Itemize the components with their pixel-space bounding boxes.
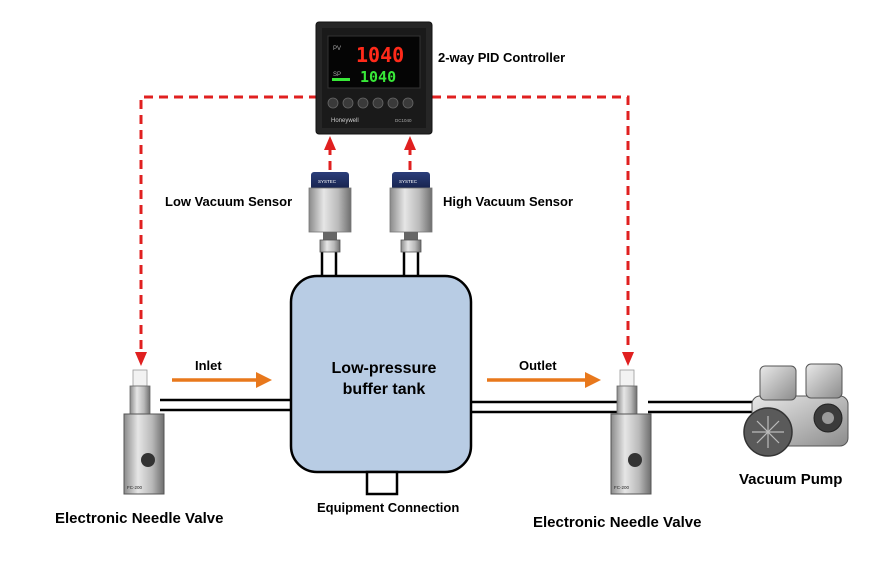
signal-line-left (139, 95, 318, 350)
low-vacuum-sensor-label: Low Vacuum Sensor (165, 194, 293, 209)
arrowhead-low-sensor (324, 136, 336, 150)
valve-right-tag: FC-200 (614, 485, 630, 490)
vacuum-pump-label: Vacuum Pump (739, 471, 843, 488)
equipment-connection-port (365, 470, 399, 496)
high-vacuum-sensor-label: High Vacuum Sensor (443, 194, 574, 209)
flow-arrows (172, 372, 601, 388)
sp-tag: SP (333, 72, 341, 78)
buffer-tank-label-line1: Low-pressure (331, 360, 437, 377)
high-vacuum-sensor: SYSTEC (389, 172, 433, 253)
buffer-tank-label-line2: buffer tank (342, 381, 426, 398)
pid-controller-label: 2-way PID Controller (438, 50, 566, 65)
needle-valve-left-label: Electronic Needle Valve (55, 510, 224, 527)
needle-valve-right-label: Electronic Needle Valve (533, 514, 702, 531)
pid-button-4 (372, 97, 384, 109)
pipes (160, 252, 760, 414)
vacuum-pump (743, 363, 849, 457)
pv-tag: PV (333, 46, 341, 52)
inlet-arrow-head (256, 372, 272, 388)
pid-button-3 (357, 97, 369, 109)
buffer-tank-label: Low-pressure buffer tank (300, 358, 468, 400)
pid-button-5 (387, 97, 399, 109)
arrowhead-high-sensor (404, 136, 416, 150)
arrowhead-right-valve (622, 352, 634, 366)
outlet-arrow-head (585, 372, 601, 388)
valve-left-tag: FC-200 (127, 485, 143, 490)
sp-readout: 1040 (360, 68, 396, 86)
pid-button-2 (342, 97, 354, 109)
needle-valve-right: FC-200 (610, 369, 652, 495)
signal-line-right (432, 95, 630, 350)
pid-button-6 (402, 97, 414, 109)
high-sensor-brand: SYSTEC (399, 179, 418, 184)
needle-valve-left: FC-200 (123, 369, 165, 495)
pid-button-1 (327, 97, 339, 109)
inlet-label: Inlet (195, 358, 222, 373)
low-vacuum-sensor: SYSTEC (308, 172, 352, 253)
controller-brand: Honeywell (331, 118, 359, 124)
outlet-label: Outlet (519, 358, 557, 373)
signal-lines (139, 95, 630, 350)
equipment-connection-label: Equipment Connection (317, 500, 460, 515)
arrowhead-left-valve (135, 352, 147, 366)
pid-buttons (327, 97, 414, 109)
pv-readout: 1040 (356, 43, 404, 67)
controller-model: DC1040 (395, 118, 412, 123)
signal-arrowheads (135, 136, 634, 366)
pid-controller: PV SP 1040 1040 Honeywell DC1040 (315, 21, 433, 135)
low-sensor-brand: SYSTEC (318, 179, 337, 184)
